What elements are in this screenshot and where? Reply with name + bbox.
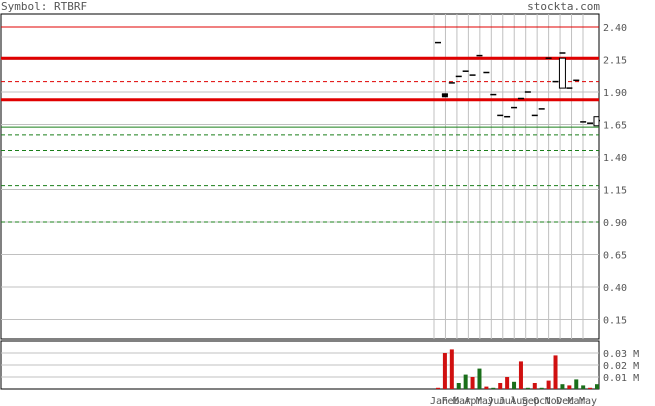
volume-bar bbox=[491, 387, 496, 389]
volume-bar bbox=[546, 380, 551, 389]
symbol-label: Symbol: RTBRF bbox=[1, 0, 88, 13]
volume-tick-label: 0.03 M bbox=[603, 349, 639, 360]
volume-bar bbox=[477, 368, 482, 389]
price-tick-label: 0.90 bbox=[603, 218, 627, 229]
volume-bar bbox=[449, 349, 454, 389]
volume-bar bbox=[553, 355, 558, 389]
volume-bar bbox=[560, 384, 565, 389]
volume-bar bbox=[484, 386, 489, 389]
site-label[interactable]: stockta.com bbox=[527, 0, 600, 13]
volume-bar bbox=[470, 377, 475, 389]
month-axis-labels: JanFebMarAprMayJunJulAugSepOctNovDecMarM… bbox=[430, 396, 597, 406]
month-label: Oct bbox=[533, 396, 551, 406]
volume-bar bbox=[498, 383, 503, 389]
volume-bar bbox=[456, 383, 461, 389]
volume-bar bbox=[512, 381, 517, 389]
price-axis-labels: 2.40 2.15 1.90 1.65 1.40 1.15 0.90 0.65 0.40 0.15 bbox=[603, 23, 627, 327]
volume-bar bbox=[436, 387, 440, 389]
volume-bar bbox=[588, 387, 593, 389]
month-label: Apr bbox=[464, 396, 482, 406]
volume-bar bbox=[539, 387, 544, 389]
month-label: Jan bbox=[430, 396, 448, 406]
month-label: May bbox=[579, 396, 597, 406]
price-tick-label: 1.90 bbox=[603, 88, 627, 99]
price-tick-label: 1.65 bbox=[603, 121, 627, 132]
month-label: Nov bbox=[545, 396, 563, 406]
volume-bars bbox=[436, 349, 599, 389]
month-label: Feb bbox=[441, 396, 459, 406]
month-label: Mar bbox=[453, 396, 471, 406]
price-candle-body bbox=[441, 93, 448, 98]
volume-bar bbox=[463, 374, 468, 389]
volume-tick-label: 0.01 M bbox=[603, 373, 639, 384]
volume-grid bbox=[1, 352, 599, 378]
volume-bar bbox=[574, 379, 579, 389]
price-candle-body bbox=[558, 57, 566, 89]
price-tick-label: 1.15 bbox=[603, 186, 627, 197]
support-resistance-levels bbox=[1, 26, 599, 223]
volume-tick-label: 0.02 M bbox=[603, 361, 639, 372]
price-tick-label: 0.65 bbox=[603, 251, 627, 262]
volume-bar bbox=[518, 361, 523, 389]
price-tick-label: 2.15 bbox=[603, 56, 627, 67]
price-panel-frame bbox=[0, 13, 600, 340]
volume-bar bbox=[595, 384, 599, 389]
volume-bar bbox=[525, 387, 530, 389]
price-tick-label: 0.15 bbox=[603, 316, 627, 327]
price-candle-body bbox=[593, 116, 600, 127]
month-label: May bbox=[476, 396, 494, 406]
month-label: Aug bbox=[510, 396, 528, 406]
month-label: Mar bbox=[568, 396, 586, 406]
volume-bar bbox=[532, 383, 537, 389]
volume-bar bbox=[442, 353, 447, 389]
volume-axis-labels: 0.03 M0.02 M0.01 M bbox=[603, 349, 639, 384]
month-label: Jul bbox=[499, 396, 517, 406]
month-label: Sep bbox=[522, 396, 540, 406]
month-label: Jun bbox=[487, 396, 505, 406]
month-label: Dec bbox=[556, 396, 574, 406]
volume-bar bbox=[567, 385, 572, 389]
price-candles bbox=[435, 41, 600, 127]
volume-bar bbox=[505, 377, 510, 389]
price-tick-label: 0.40 bbox=[603, 283, 627, 294]
volume-bar bbox=[581, 385, 586, 389]
price-tick-label: 1.40 bbox=[603, 153, 627, 164]
price-tick-label: 2.40 bbox=[603, 23, 627, 34]
